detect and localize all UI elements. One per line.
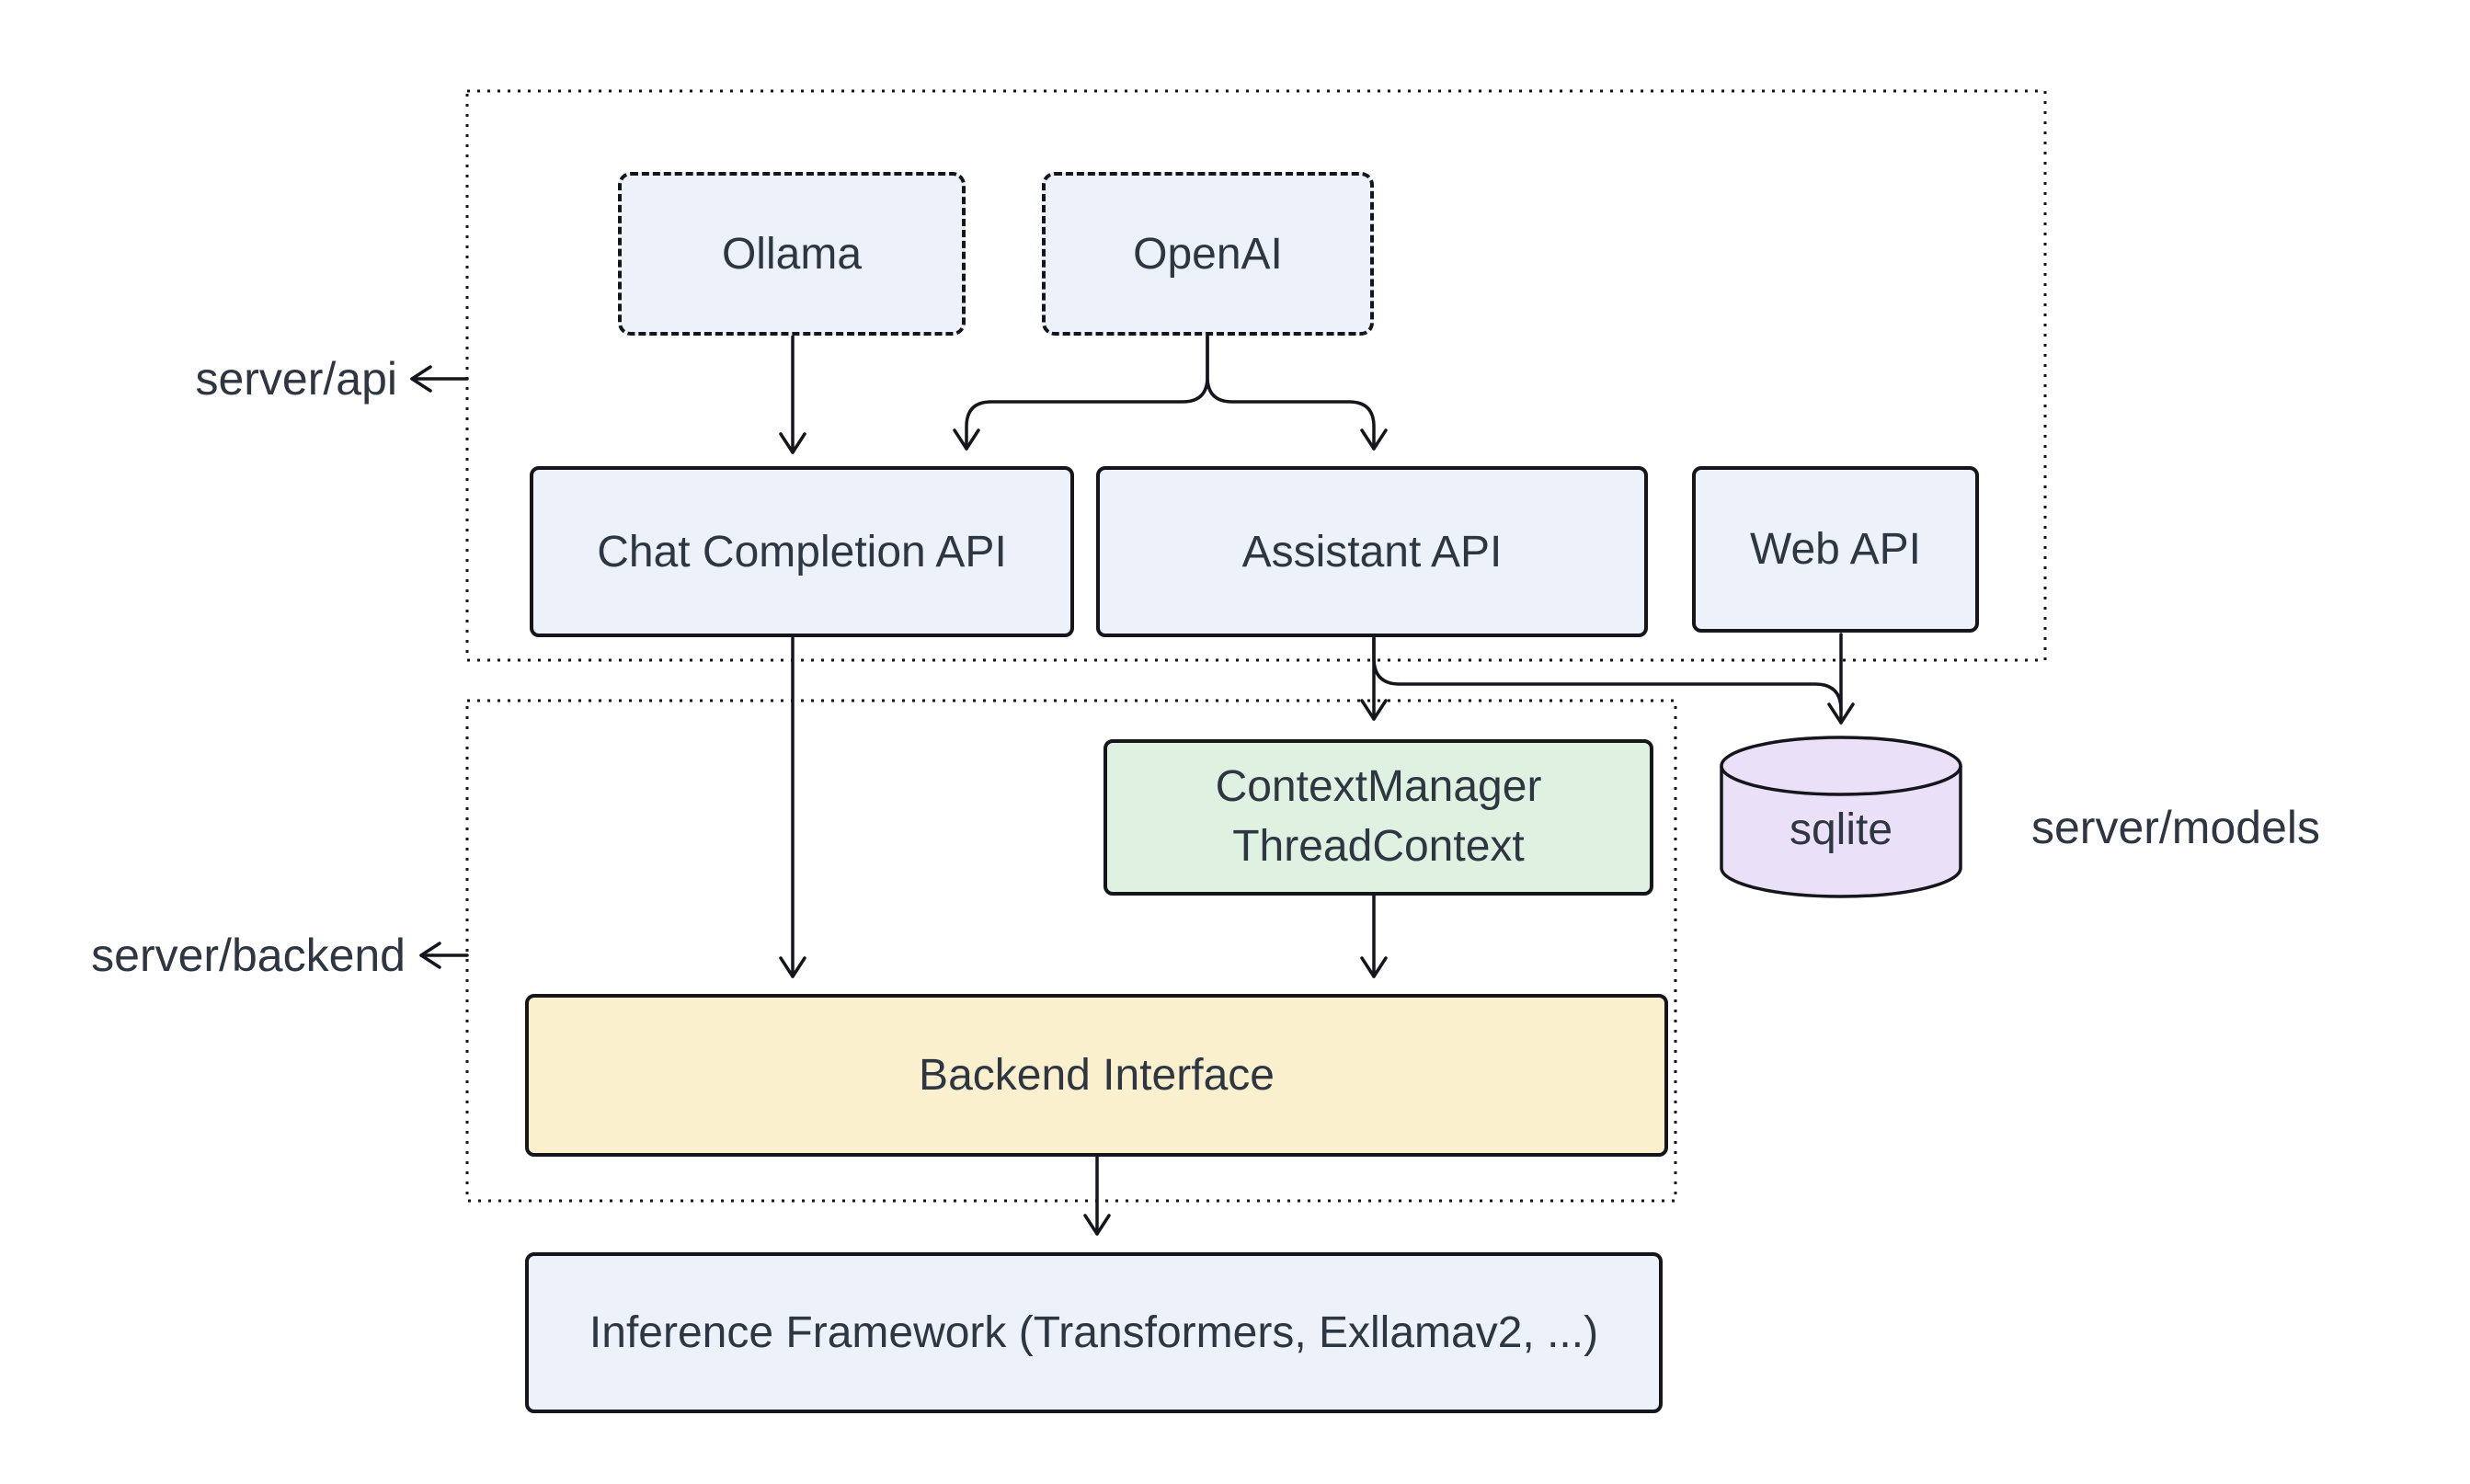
server-api-container-border [465, 89, 2047, 662]
sqlite-cylinder [1720, 736, 1962, 898]
server-models-section-label: server/models [2031, 802, 2320, 853]
node-chat-completion-api: Chat Completion API [530, 466, 1074, 637]
node-context-manager-line1: ContextManager [1215, 762, 1542, 812]
server-backend-section-label: server/backend [91, 930, 406, 981]
node-backend-interface: Backend Interface [525, 994, 1668, 1157]
node-assistant-api-label: Assistant API [1241, 527, 1503, 576]
node-web-api-label: Web API [1750, 525, 1921, 574]
node-ollama: Ollama [618, 172, 966, 336]
node-backend-interface-label: Backend Interface [919, 1051, 1275, 1100]
node-web-api: Web API [1692, 466, 1979, 633]
node-openai: OpenAI [1042, 172, 1374, 336]
sqlite-cylinder-body [1720, 766, 1962, 898]
server-api-section-label: server/api [195, 353, 397, 405]
line-assistant-to-sqlite-branch [1372, 636, 1843, 712]
sqlite-label: sqlite [1789, 805, 1893, 854]
arrow-openai-to-chat-completion [953, 335, 1209, 451]
node-chat-completion-api-label: Chat Completion API [597, 527, 1007, 576]
node-inference-framework: Inference Framework (Transformers, Exlla… [525, 1252, 1663, 1413]
node-context-manager: ContextManager ThreadContext [1103, 739, 1653, 896]
node-ollama-label: Ollama [721, 229, 863, 279]
node-context-manager-line2: ThreadContext [1232, 822, 1525, 871]
sqlite-cylinder-top [1720, 736, 1962, 796]
node-openai-label: OpenAI [1133, 229, 1283, 279]
server-backend-container-border [465, 699, 1677, 1203]
node-assistant-api: Assistant API [1096, 466, 1648, 637]
arrow-openai-to-assistant [1206, 335, 1388, 451]
node-inference-framework-label: Inference Framework (Transformers, Exlla… [589, 1308, 1599, 1357]
